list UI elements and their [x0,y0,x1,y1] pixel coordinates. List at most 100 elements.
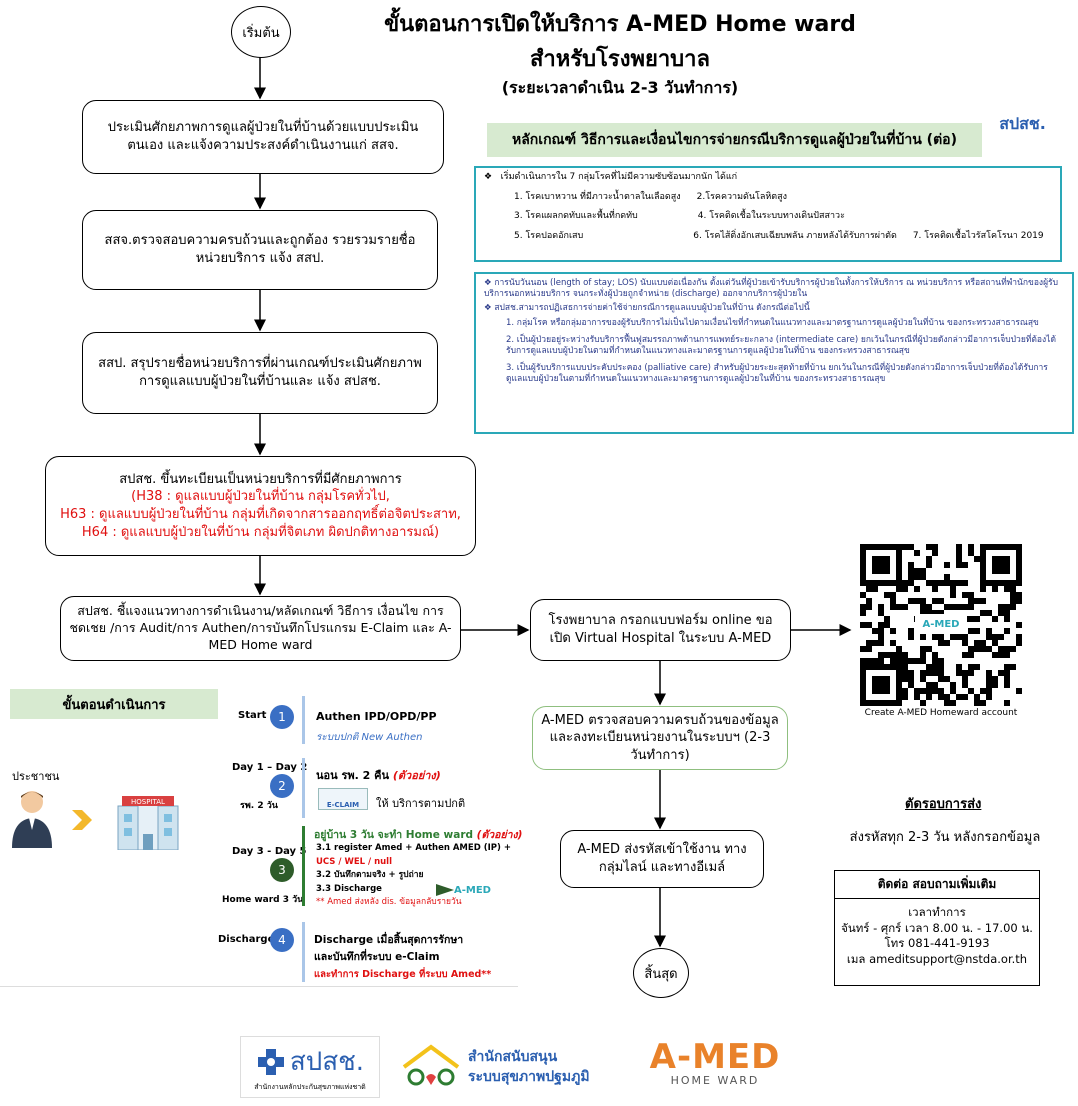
person-icon [10,788,54,848]
step1-box: ประเมินศักยภาพการดูแลผู้ป่วยในที่บ้านด้ว… [82,100,444,174]
discharge-l3: และทำการ Discharge ที่ระบบ Amed** [314,968,492,980]
cutoff-text: ส่งรหัสทุก 2-3 วัน หลังกรอกข้อมูล [849,830,1041,845]
step3-box: สสป. สรุปรายชื่อหน่วยบริการที่ผ่านเกณฑ์ป… [82,332,438,414]
step-4-bar [302,922,305,982]
disease-6: 6. โรคไส้ติ่งอักเสบเฉียบพลัน ภายหลังได้ร… [693,231,897,242]
qr-finder [992,556,1010,574]
step-3-badge: 3 [270,858,294,882]
step-1-badge: 1 [270,705,294,729]
day35-l4: 3.3 Discharge [316,883,382,894]
person-label: ประชาชน [12,770,60,783]
house-family-icon [402,1044,460,1086]
day12-title: นอน รพ. 2 คืน (ตัวอย่าง) [316,769,441,782]
phc-l1: สำนักสนับสนุน [468,1049,558,1066]
start-sub: ระบบปกติ New Authen [316,732,423,743]
start-label: Start [238,710,267,721]
hospital-icon: HOSPITAL [108,794,188,851]
phc-l2: ระบบสุขภาพปฐมภูมิ [468,1069,590,1085]
day12-label: Day 1 – Day 2 [232,762,308,773]
amed-arrow-icon [436,884,454,896]
nhso-logo-small: สปสช. [995,112,1050,156]
step4-main: สปสช. ขึ้นทะเบียนเป็นหน่วยบริการที่มีศัก… [119,471,402,487]
step4-h63: H63 : ดูแลแบบผู้ป่วยในที่บ้าน กลุ่มที่เก… [60,507,461,522]
discharge-label: Discharge [218,934,275,945]
contact-phone[interactable]: โทร 081-441-9193 [884,936,990,951]
hospital-sign: HOSPITAL [131,798,165,806]
title-line1: ขั้นตอนการเปิดให้บริการ A-MED Home ward [384,12,856,37]
day35-example: (ตัวอย่าง) [476,829,523,841]
day35-steps: 3.1 register Amed + Authen AMED (IP) + U… [316,842,511,910]
eclaim-logo: E-CLAIM [318,788,368,810]
rule-deny-3: 3. เป็นผู้รับบริการแบบประคับประคอง (pall… [506,363,1048,385]
step-3-bar [302,826,305,906]
qr-code[interactable]: A-MED [860,544,1022,706]
start-node: เริ่มต้น [231,6,291,58]
nhso-cross-icon [257,1048,284,1075]
rule-deny-2: 2. เป็นผู้ป่วยอยู่ระหว่างรับบริการฟื้นฟู… [506,335,1056,357]
disease-1: 1. โรคเบาหวาน ที่มีภาวะน้ำตาลในเลือดสูง [514,191,681,202]
step4-h38: (H38 : ดูแลแบบผู้ป่วยในที่บ้าน กลุ่มโรคท… [131,489,390,505]
nhso-logo-sub: สำนักงานหลักประกันสุขภาพแห่งชาติ [254,1083,366,1091]
contact-box: ติดต่อ สอบถามเพิ่มเติม เวลาทำการ จันทร์ … [834,870,1040,986]
disease-7: 7. โรคติดเชื้อไวรัสโคโรนา 2019 [912,231,1044,242]
nhso-logo-text: สปสช. [289,1047,365,1077]
step-1-bar [302,696,305,744]
day35-title: อยู่บ้าน 3 วัน จะทำ Home ward (ตัวอย่าง) [314,829,523,841]
disease-3: 3. โรคแผลกดทับและพื้นที่กดทับ [514,211,638,222]
nhso-logo-small-text: สปสช. [999,114,1046,133]
disease-4: 4. โรคติดเชื้อในระบบทางเดินปัสสาวะ [697,211,845,222]
qr-code-image [860,544,1022,706]
day35-note: ** Amed ส่งหลัง dis. ข้อมูลกลับรายวัน [316,897,462,908]
rule-deny-1: 1. กลุ่มโรค หรือกลุ่มอาการของผู้รับบริกา… [506,318,1039,329]
qr-finder [872,556,890,574]
step-2-badge: 2 [270,774,294,798]
qr-finder [872,676,890,694]
start-title: Authen IPD/OPD/PP [316,710,437,723]
criteria-intro: ❖ เริ่มดำเนินการใน 7 กลุ่มโรคที่ไม่มีควา… [484,172,738,182]
qr-caption: Create A-MED Homeward account [864,708,1018,718]
page-title: ขั้นตอนการเปิดให้บริการ A-MED Home ward … [360,6,880,101]
contact-email[interactable]: เมล ameditsupport@nstda.or.th [846,951,1028,966]
end-node: สิ้นสุด [633,948,689,998]
discharge-l2: และบันทึกที่ระบบ e-Claim [314,951,440,964]
day35-l2: UCS / WEL / null [316,856,392,867]
day12-sub: รพ. 2 วัน [240,801,278,811]
step4-box: สปสช. ขึ้นทะเบียนเป็นหน่วยบริการที่มีศัก… [45,456,476,556]
cutoff-title: ตัดรอบการส่ง [905,797,982,812]
step4-h64: H64 : ดูแลแบบผู้ป่วยในที่บ้าน กลุ่มที่จิ… [81,524,440,540]
rule-deny-intro: ❖ สปสช.สามารถปฏิเสธการจ่ายค่าใช้จ่ายกรณี… [484,303,810,314]
day12-desc: ให้ บริการตามปกติ [376,797,466,810]
day35-l3: 3.2 บันทึกตามจริง + รูปถ่าย [316,870,424,881]
qr-logo: A-MED [915,614,967,634]
contact-hours-label: เวลาทำการ [908,905,966,919]
criteria-header: หลักเกณฑ์ วิธีการและเงื่อนไขการจ่ายกรณีบ… [487,123,982,157]
step5-box: สปสช. ชี้แจงแนวทางการดำเนินงาน/หลัดเกณฑ์… [60,596,461,661]
criteria-box-diseases: ❖ เริ่มดำเนินการใน 7 กลุ่มโรคที่ไม่มีควา… [474,166,1062,262]
step2-box: สสจ.ตรวจสอบความครบถ้วนและถูกต้อง รวยรวมร… [82,210,438,290]
criteria-box-rules: ❖ การนับวันนอน (length of stay; LOS) นับ… [474,272,1074,434]
phc-logo: สำนักสนับสนุน ระบบสุขภาพปฐมภูมิ [400,1040,600,1096]
amed-logo: A-MED HOME WARD [630,1040,800,1096]
disease-2: 2.โรคความดันโลหิตสูง [696,191,788,202]
day35-label: Day 3 - Day 5 [232,846,307,857]
amed-logo-small: A-MED [436,880,502,900]
step-4-badge: 4 [270,928,294,952]
day35-sub: Home ward 3 วัน [222,895,304,905]
amed-logo-text: A-MED [649,1037,781,1077]
rule-los: ❖ การนับวันนอน (length of stay; LOS) นับ… [484,278,1059,300]
step7-box: A-MED ตรวจสอบความครบถ้วนของข้อมูล และลงท… [532,706,788,770]
divider [0,986,518,987]
day35-l1: 3.1 register Amed + Authen AMED (IP) + [316,843,511,853]
day12-example: (ตัวอย่าง) [392,769,441,782]
step6-box: โรงพยาบาล กรอกแบบฟอร์ม online ขอเปิด Vir… [530,599,791,661]
amed-logo-sub: HOME WARD [670,1074,760,1087]
discharge-l1: Discharge เมื่อสิ้นสุดการรักษา [314,934,464,946]
step8-box: A-MED ส่งรหัสเข้าใช้งาน ทางกลุ่มไลน์ และ… [560,830,764,888]
chevron-right-icon [72,810,98,830]
title-line2: สำหรับโรงพยาบาล [530,47,710,72]
disease-5: 5. โรคปอดอักเสบ [514,231,584,242]
contact-hours: จันทร์ - ศุกร์ เวลา 8.00 น. - 17.00 น. [841,920,1033,935]
step-2-bar [302,758,305,818]
discharge-text: Discharge เมื่อสิ้นสุดการรักษา และบันทึก… [314,932,491,982]
